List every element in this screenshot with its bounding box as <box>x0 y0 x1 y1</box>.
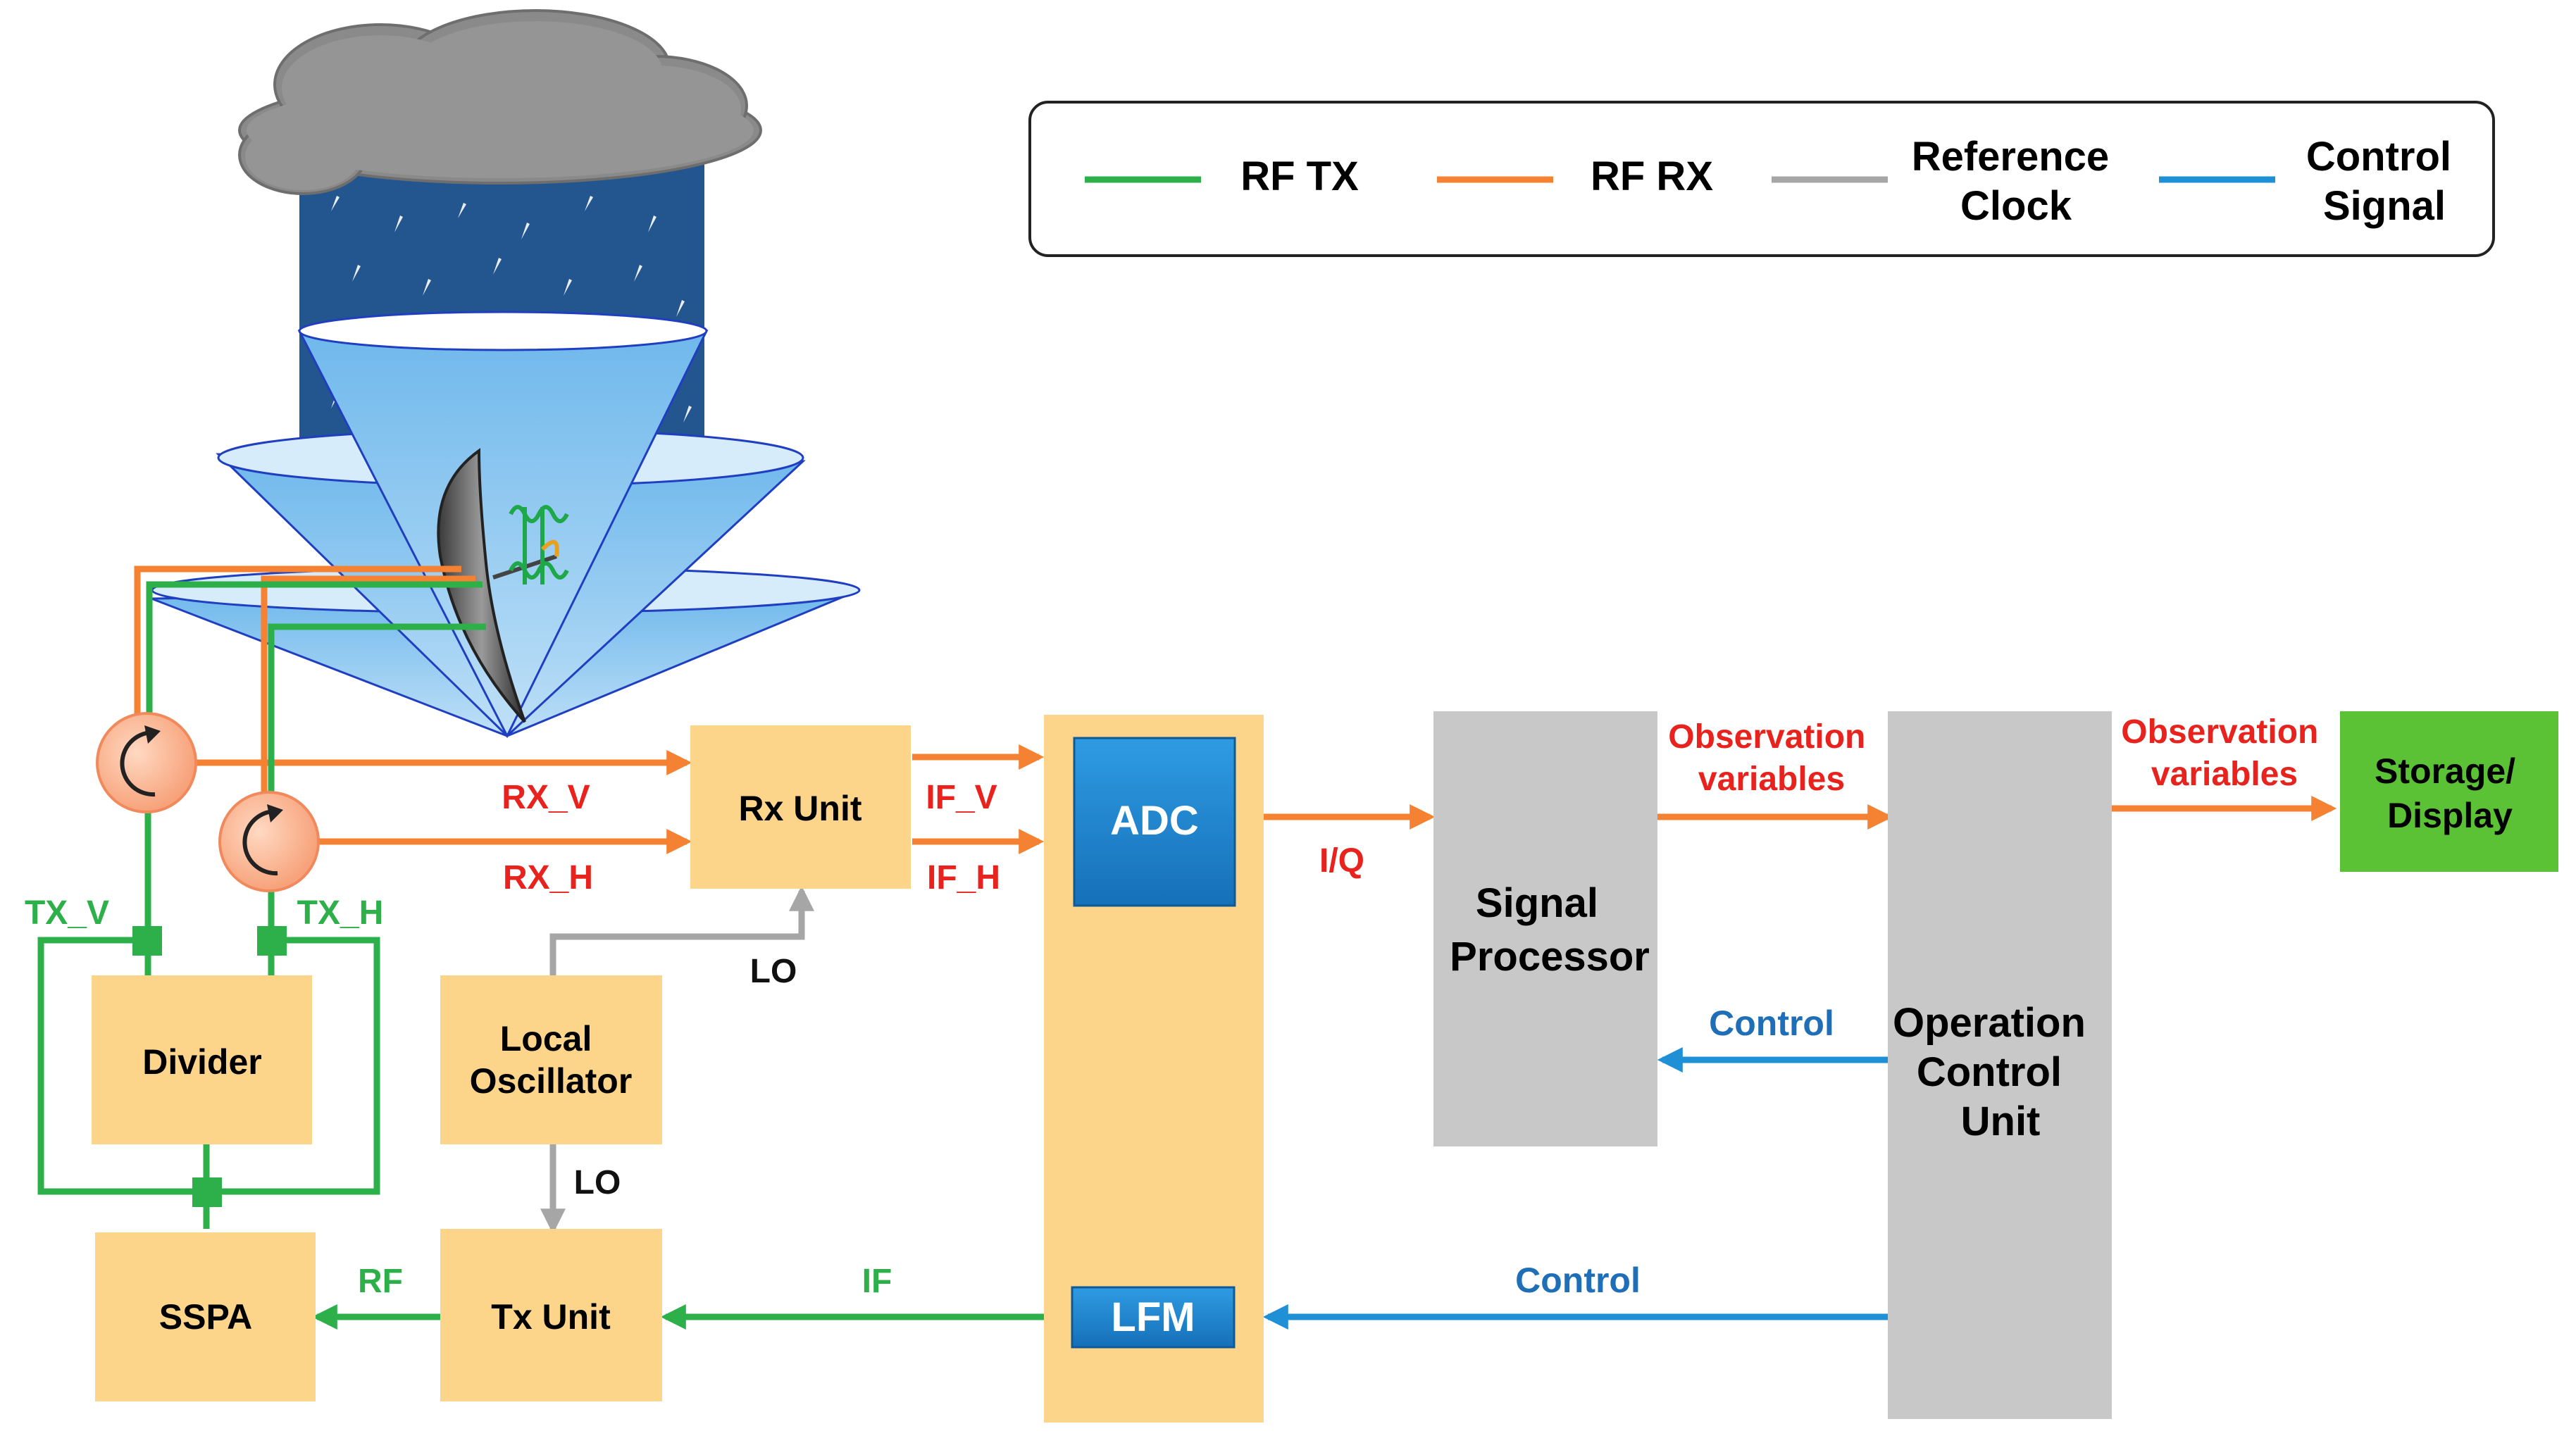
lo-tx-label: LO <box>574 1164 621 1201</box>
lfm-block <box>1071 1286 1236 1349</box>
rx-v-label: RX_V <box>502 779 590 816</box>
observation-variables-label: Observation variables <box>1668 718 1874 798</box>
operation-control-unit-block: Operation Control Unit <box>1888 711 2112 1419</box>
rx-unit-label: Rx Unit <box>739 789 862 828</box>
tx-unit-label: Tx Unit <box>491 1297 611 1337</box>
local-oscillator-label: Local Oscillator <box>470 1019 633 1101</box>
junctions <box>132 926 287 1207</box>
sspa-label: SSPA <box>159 1297 252 1337</box>
legend-label-control: Control Signal <box>2306 134 2463 229</box>
adc-block <box>1073 737 1236 907</box>
control-lfm-label: Control <box>1515 1261 1641 1300</box>
legend-label-rf-rx: RF RX <box>1591 154 1713 199</box>
signal-labels: RX_V RX_H IF_V IF_H LO LO TX_V TX_H RF I… <box>25 713 2327 1300</box>
adc-lfm-column: ADC LFM <box>1044 715 1264 1423</box>
adc-label: ADC <box>1110 798 1199 844</box>
control-sp-label: Control <box>1709 1004 1834 1043</box>
legend: RF TX RF RX Reference Clock Control Sign… <box>1028 101 2495 257</box>
divider-label: Divider <box>142 1042 262 1082</box>
operation-control-unit-label: Operation Control Unit <box>1893 1000 2097 1144</box>
legend-label-rf-tx: RF TX <box>1240 154 1359 199</box>
divider-block: Divider <box>92 975 312 1144</box>
rx-unit-block: Rx Unit <box>690 725 911 889</box>
storage-display-label: Storage/ Display <box>2375 751 2525 835</box>
circulator-icon <box>218 791 320 892</box>
signal-processor-label: Signal Processor <box>1450 880 1650 980</box>
if-tx-label: IF <box>862 1263 892 1300</box>
rain-cloud-icon <box>238 9 762 458</box>
rx-h-label: RX_H <box>503 859 593 896</box>
local-oscillator-block: Local Oscillator <box>440 975 662 1144</box>
rf-label: RF <box>358 1263 403 1300</box>
tx-h-label: TX_H <box>297 894 384 932</box>
circulator-icon <box>96 712 197 813</box>
legend-label-ref-clock: Reference Clock <box>1912 134 2121 229</box>
signal-processor-block: Signal Processor <box>1433 711 1657 1146</box>
observation-variables-label: Observation variables <box>2121 713 2327 793</box>
lo-rx-label: LO <box>750 953 797 990</box>
if-v-label: IF_V <box>926 779 997 816</box>
storage-display-block: Storage/ Display <box>2340 711 2558 872</box>
if-h-label: IF_H <box>927 859 1000 896</box>
tx-unit-block: Tx Unit <box>440 1229 662 1401</box>
connections <box>37 565 2337 1330</box>
lfm-label: LFM <box>1111 1294 1195 1340</box>
iq-label: I/Q <box>1319 842 1364 880</box>
tx-v-label: TX_V <box>25 894 109 932</box>
sspa-block: SSPA <box>95 1232 316 1401</box>
